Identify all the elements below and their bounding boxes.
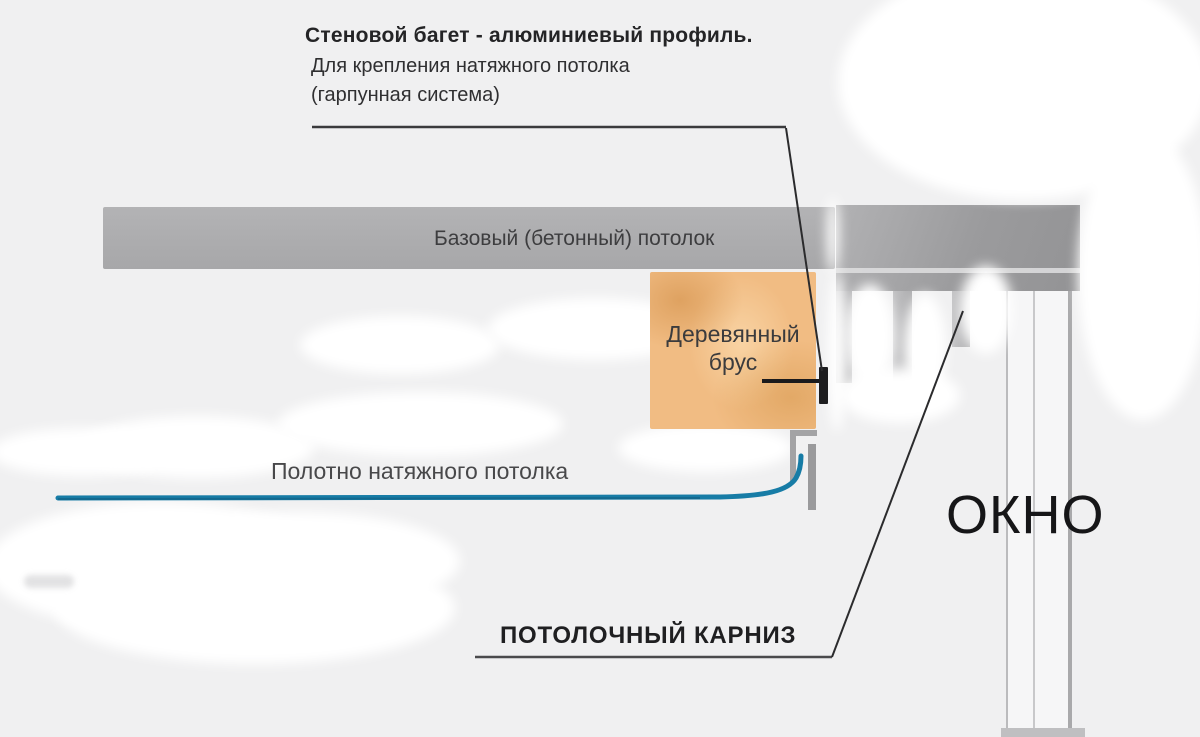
ceiling-above-window <box>836 205 1080 291</box>
wall-baguette-title: Стеновой багет - алюминиевый профиль. <box>305 24 753 47</box>
baguette-bracket-inner <box>808 444 816 510</box>
window-frame-line <box>1006 291 1008 731</box>
gray-smudge <box>24 575 74 588</box>
white-smudge <box>278 392 563 456</box>
aluminium-profile-bar <box>819 367 828 404</box>
wall-baguette-subtitle-2: (гарпунная система) <box>311 84 500 106</box>
window-frame-line <box>1033 291 1035 731</box>
white-smudge <box>1078 130 1200 420</box>
window-label: ОКНО <box>946 485 1105 545</box>
white-smudge <box>828 272 846 432</box>
white-smudge <box>618 424 793 472</box>
white-smudge <box>140 512 460 610</box>
ceiling-edge-highlight <box>836 268 1080 273</box>
base-ceiling-bar <box>103 207 835 269</box>
canvas-line-shade <box>57 497 701 500</box>
wall-baguette-subtitle: Для крепления натяжного потолка <box>311 55 630 77</box>
white-smudge <box>300 316 500 374</box>
window-pane <box>1006 291 1072 731</box>
white-smudge <box>827 196 839 274</box>
canvas-label: Полотно натяжного потолка <box>271 458 569 484</box>
baguette-bracket-left <box>790 430 796 482</box>
wooden-beam-label: Деревянный брус <box>666 321 800 375</box>
baguette-bracket-top <box>790 430 817 436</box>
window-sill <box>1001 728 1085 737</box>
cornice-label: ПОТОЛОЧНЫЙ КАРНИЗ <box>500 622 797 649</box>
white-smudge <box>960 266 1012 354</box>
beam-pointer-line <box>762 379 819 383</box>
white-smudge <box>840 368 960 423</box>
base-ceiling-label: Базовый (бетонный) потолок <box>434 227 715 250</box>
window-frame-line <box>1068 291 1072 731</box>
